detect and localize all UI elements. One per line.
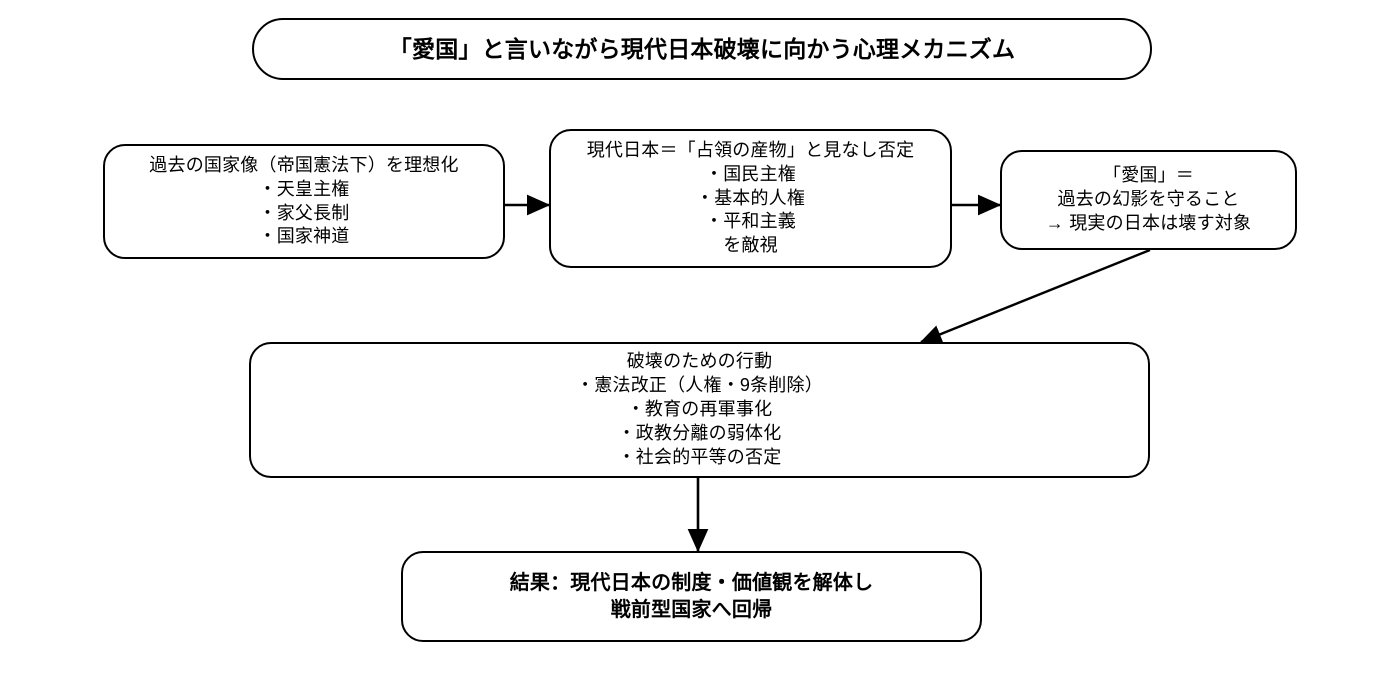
edge-patriotism-to-actions — [919, 248, 1151, 344]
node-modern-japan-text: 現代日本＝「占領の産物」と見なし否定 ・国民主権 ・基本的人権 ・平和主義 を敵… — [586, 139, 915, 256]
node-result[interactable]: 結果：現代日本の制度・価値観を解体し 戦前型国家へ回帰 — [401, 551, 982, 642]
node-patriotism-text: 「愛国」＝ 過去の幻影を守ること → 現実の日本は壊す対象 — [1045, 165, 1252, 233]
diagram-title-text: 「愛国」と言いながら現代日本破壊に向かう心理メカニズム — [388, 35, 1016, 62]
node-destructive-actions[interactable]: 破壊のための行動 ・憲法改正（人権・9条削除） ・教育の再軍事化 ・政教分離の弱… — [249, 342, 1150, 478]
node-past-state[interactable]: 過去の国家像（帝国憲法下）を理想化 ・天皇主権 ・家父長制 ・国家神道 — [103, 144, 505, 259]
node-destructive-actions-text: 破壊のための行動 ・憲法改正（人権・9条削除） ・教育の再軍事化 ・政教分離の弱… — [576, 351, 823, 467]
node-past-state-text: 過去の国家像（帝国憲法下）を理想化 ・天皇主権 ・家父長制 ・国家神道 — [149, 154, 459, 247]
node-patriotism[interactable]: 「愛国」＝ 過去の幻影を守ること → 現実の日本は壊す対象 — [1000, 150, 1297, 250]
diagram-title-box: 「愛国」と言いながら現代日本破壊に向かう心理メカニズム — [252, 18, 1152, 80]
node-modern-japan[interactable]: 現代日本＝「占領の産物」と見なし否定 ・国民主権 ・基本的人権 ・平和主義 を敵… — [549, 129, 952, 268]
node-result-text: 結果：現代日本の制度・価値観を解体し 戦前型国家へ回帰 — [509, 571, 874, 621]
